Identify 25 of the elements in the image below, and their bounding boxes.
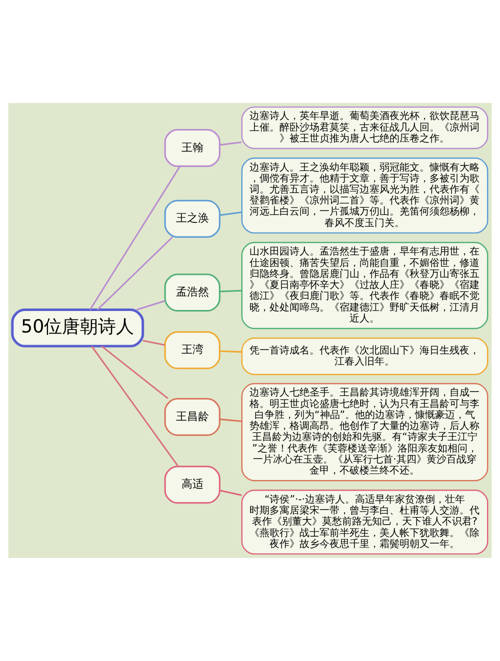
connector bbox=[89, 166, 181, 310]
node-box: “诗侯”·-·边塞诗人。高适早年家贫潦倒，壮年时期多寓居梁宋一带，曾与李白、杜甫等人交游。代表作《别董大》莫愁前路无知己，天下谁人不识君?《燕歌行》战士军前半死生，美人帐下犹歌舞。《除夜作》故乡今夜思千里，霜鬓明朝又一年。 bbox=[241, 490, 488, 555]
connector bbox=[142, 340, 165, 346]
node-box: 边塞诗人七绝圣手。王昌龄其诗境雄浑开阔，自成一格。明王世贞论盛唐七绝时，认为只有王昌龄可与李白争胜，列为“神品”。他的边塞诗，慷慨豪迈，气势雄浑，格调高昂。他创作了大量的边塞诗，后人称王昌龄为边塞诗的创始和先驱。有“诗家夫子王江宁”之誉！代表作《芙蓉楼送辛渐》洛阳亲友如相问，一片冰心在玉壶。《从军行七首·其四》黄沙百战穿金甲，不破楼兰终不还。 bbox=[241, 382, 488, 482]
connector bbox=[101, 346, 168, 400]
node-box: 王湾 bbox=[164, 331, 220, 370]
node-box: 王之涣 bbox=[164, 200, 220, 238]
node-box: 50位唐朝诗人 bbox=[11, 308, 144, 348]
connector bbox=[220, 490, 242, 496]
node-box: 孟浩然 bbox=[164, 274, 220, 312]
connector bbox=[96, 236, 173, 310]
node-box: 边塞诗人，英年早逝。葡萄美酒夜光杯，欲饮琵琶马上催。醉卧沙场君莫笑，古来征战几人回。《凉州词》被王世贞推为唐人七绝的压卷之作。 bbox=[241, 106, 488, 150]
connector bbox=[220, 290, 242, 292]
connector bbox=[220, 418, 242, 422]
connector bbox=[220, 350, 242, 353]
connector bbox=[91, 346, 179, 466]
node-box: 边塞诗人。王之涣幼年聪颖，弱冠能文。慷慨有大略，倜傥有异才。他精于文章，善于写诗，多被引为歌词。尤善五言诗，以描写边塞风光为胜，代表作有《登鹳雀楼》《凉州词二首》等。代表作《凉州词》黄河远上白云间，一片孤城万仞山。羌笛何须怨杨柳，春风不度玉门关。 bbox=[241, 158, 488, 234]
node-box: 山水田园诗人。孟浩然生于盛唐，早年有志用世，在仕途困顿、痛苦失望后，尚能自重，不媚俗世，修道归隐终身。曾隐居鹿门山，作品有《秋登万山寄张五》《夏日南亭怀辛大》《过故人庄》《春晓》《宿建德江》《夜归鹿门歌》等。代表作《春晓》春眠不觉晓，处处闻啼鸟。《宿建德江》野旷天低树，江清月近人。 bbox=[241, 242, 488, 330]
node-box: 王昌龄 bbox=[164, 398, 220, 436]
node-box: 王翰 bbox=[164, 129, 220, 167]
node-box: 高适 bbox=[164, 466, 220, 504]
connector bbox=[220, 142, 242, 146]
connector bbox=[136, 300, 166, 310]
connector bbox=[220, 211, 242, 216]
node-box: 凭一首诗成名。代表作《次北固山下》海日生残夜，江春入旧年。 bbox=[241, 337, 488, 376]
